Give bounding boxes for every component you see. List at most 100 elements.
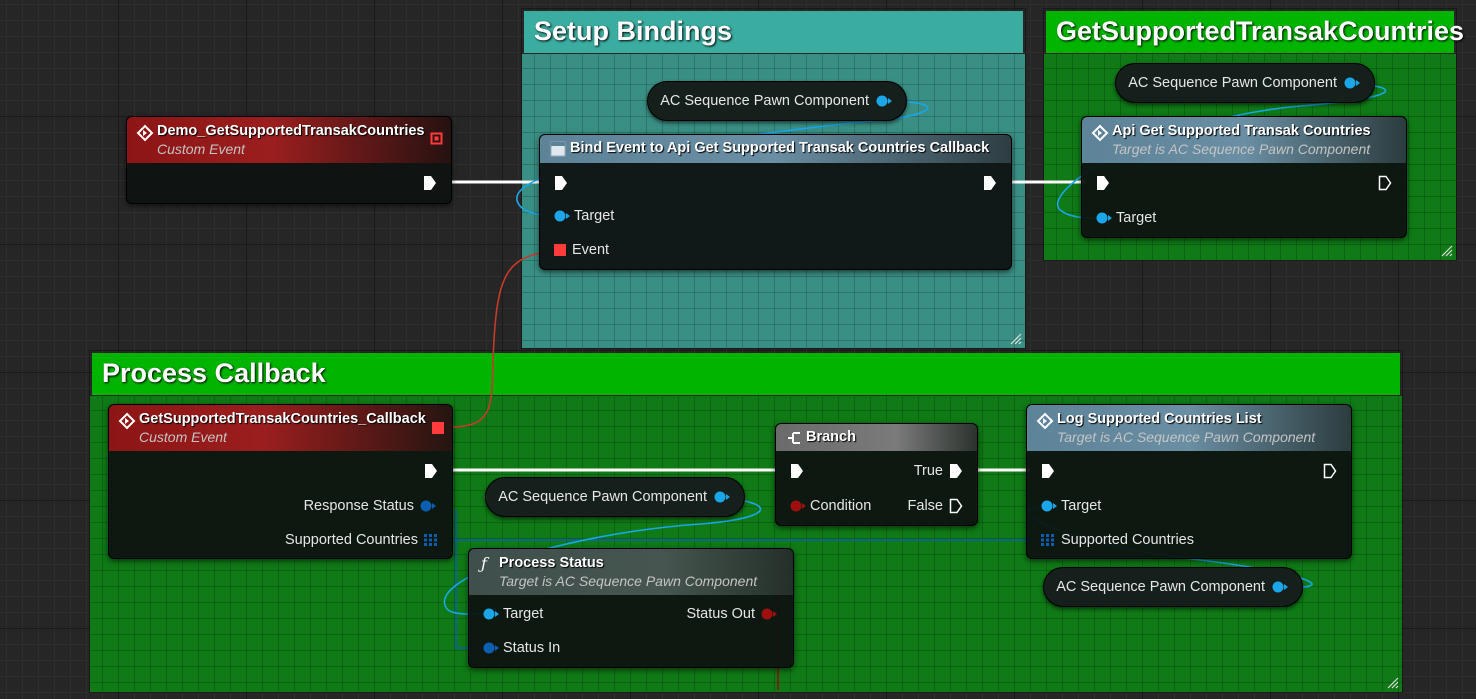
pin-label: Event — [572, 242, 610, 258]
exec-input-pin[interactable] — [1041, 463, 1055, 479]
node-subtitle: Custom Event — [139, 429, 227, 445]
variable-get-node[interactable]: AC Sequence Pawn Component — [1043, 567, 1303, 607]
object-pin-icon[interactable] — [876, 95, 894, 107]
object-pin-icon[interactable] — [483, 608, 501, 620]
target-input-pin[interactable]: Target — [1096, 210, 1156, 226]
pin-label: Target — [1061, 498, 1102, 514]
pin-label: True — [913, 463, 943, 479]
pin-label: Response Status — [303, 498, 414, 514]
bool-pin-icon[interactable] — [790, 500, 808, 512]
log-supported-countries-node[interactable]: Log Supported Countries List Target is A… — [1026, 404, 1352, 559]
exec-pin-icon[interactable] — [949, 463, 963, 479]
exec-output-pin[interactable] — [424, 463, 438, 479]
comment-title[interactable]: GetSupportedTransakCountries — [1046, 11, 1464, 53]
variable-get-node[interactable]: AC Sequence Pawn Component — [1115, 63, 1375, 103]
object-pin-icon[interactable] — [1272, 581, 1290, 593]
true-output-pin[interactable]: True — [914, 463, 963, 479]
exec-pin-icon[interactable] — [1041, 463, 1055, 479]
node-subtitle: Target is AC Sequence Pawn Component — [1057, 429, 1316, 445]
resize-handle-icon[interactable] — [1387, 677, 1399, 689]
target-input-pin[interactable]: Target — [483, 606, 543, 622]
exec-pin-icon[interactable] — [983, 175, 997, 191]
resize-handle-icon[interactable] — [1010, 333, 1022, 345]
event-icon — [118, 412, 136, 430]
exec-output-pin[interactable] — [1323, 463, 1337, 479]
exec-input-pin[interactable] — [1096, 175, 1110, 191]
delegate-output-pin-icon[interactable] — [431, 421, 445, 435]
status-in-input-pin[interactable]: Status In — [483, 640, 560, 656]
custom-event-node-callback[interactable]: GetSupportedTransakCountries_Callback Cu… — [108, 404, 453, 559]
object-pin-icon[interactable] — [554, 210, 572, 222]
response-status-output-pin[interactable]: Response Status — [304, 498, 438, 514]
exec-pin-icon[interactable] — [423, 175, 437, 191]
exec-pin-icon[interactable] — [424, 463, 438, 479]
bool-pin-icon[interactable] — [761, 608, 779, 620]
comment-title[interactable]: Setup Bindings — [524, 11, 1023, 53]
object-pin-icon[interactable] — [1096, 212, 1114, 224]
variable-label: AC Sequence Pawn Component — [1128, 75, 1337, 91]
pin-label: Status Out — [686, 606, 755, 622]
status-out-output-pin[interactable]: Status Out — [686, 606, 779, 622]
comment-title[interactable]: Process Callback — [92, 353, 1400, 395]
delegate-output-pin-icon[interactable] — [430, 132, 444, 146]
pin-label: Supported Countries — [1061, 532, 1194, 548]
bind-event-node[interactable]: Bind Event to Api Get Supported Transak … — [539, 134, 1012, 270]
variable-get-node[interactable]: AC Sequence Pawn Component — [647, 81, 907, 121]
node-subtitle: Target is AC Sequence Pawn Component — [499, 573, 758, 589]
node-title: Bind Event to Api Get Supported Transak … — [570, 140, 990, 156]
event-input-pin[interactable]: Event — [554, 242, 609, 258]
exec-pin-outline-icon[interactable] — [1378, 175, 1392, 191]
node-subtitle: Custom Event — [157, 141, 245, 157]
pin-label: Target — [1116, 210, 1157, 226]
variable-label: AC Sequence Pawn Component — [660, 93, 869, 109]
target-input-pin[interactable]: Target — [554, 208, 614, 224]
api-get-supported-countries-node[interactable]: Api Get Supported Transak Countries Targ… — [1081, 116, 1407, 238]
exec-pin-icon[interactable] — [1096, 175, 1110, 191]
delegate-pin-icon[interactable] — [554, 244, 566, 256]
pin-label: Target — [574, 208, 615, 224]
exec-pin-outline-icon[interactable] — [1323, 463, 1337, 479]
exec-input-pin[interactable] — [790, 463, 804, 479]
pin-label: Supported Countries — [285, 532, 418, 548]
object-pin-icon[interactable] — [1041, 500, 1059, 512]
exec-output-pin[interactable] — [983, 175, 997, 191]
exec-pin-icon[interactable] — [554, 175, 568, 191]
pin-label: Condition — [810, 498, 872, 514]
enum-pin-icon[interactable] — [483, 642, 501, 654]
exec-output-pin[interactable] — [423, 175, 437, 191]
event-icon — [136, 124, 154, 142]
node-title: Branch — [806, 429, 856, 445]
object-pin-icon[interactable] — [714, 491, 732, 503]
supported-countries-input-pin[interactable]: Supported Countries — [1041, 532, 1194, 548]
exec-input-pin[interactable] — [554, 175, 568, 191]
event-icon — [1091, 124, 1109, 142]
supported-countries-output-pin[interactable]: Supported Countries — [285, 532, 438, 548]
false-output-pin[interactable]: False — [908, 498, 963, 514]
node-subtitle: Target is AC Sequence Pawn Component — [1112, 141, 1371, 157]
pin-label: Target — [503, 606, 544, 622]
function-box-icon — [550, 141, 566, 157]
resize-handle-icon[interactable] — [1441, 245, 1453, 257]
variable-label: AC Sequence Pawn Component — [498, 489, 707, 505]
event-icon — [1036, 412, 1054, 430]
enum-pin-icon[interactable] — [420, 500, 438, 512]
pin-label: False — [907, 498, 943, 514]
exec-pin-icon[interactable] — [790, 463, 804, 479]
array-pin-icon[interactable] — [1041, 534, 1055, 546]
node-title: Api Get Supported Transak Countries — [1112, 123, 1371, 139]
exec-pin-outline-icon[interactable] — [949, 498, 963, 514]
branch-node[interactable]: Branch True Condition False — [775, 423, 978, 526]
branch-icon — [788, 432, 800, 444]
pin-label: Status In — [503, 640, 561, 656]
condition-input-pin[interactable]: Condition — [790, 498, 871, 514]
custom-event-node-demo[interactable]: Demo_GetSupportedTransakCountries Custom… — [126, 116, 452, 204]
node-title: Process Status — [499, 555, 604, 571]
target-input-pin[interactable]: Target — [1041, 498, 1101, 514]
node-title: GetSupportedTransakCountries_Callback — [139, 411, 426, 427]
array-pin-icon[interactable] — [424, 534, 438, 546]
exec-output-pin[interactable] — [1378, 175, 1392, 191]
variable-get-node[interactable]: AC Sequence Pawn Component — [485, 477, 745, 517]
object-pin-icon[interactable] — [1344, 77, 1362, 89]
process-status-node[interactable]: ƒ Process Status Target is AC Sequence P… — [468, 548, 794, 668]
function-icon: ƒ — [481, 554, 487, 573]
